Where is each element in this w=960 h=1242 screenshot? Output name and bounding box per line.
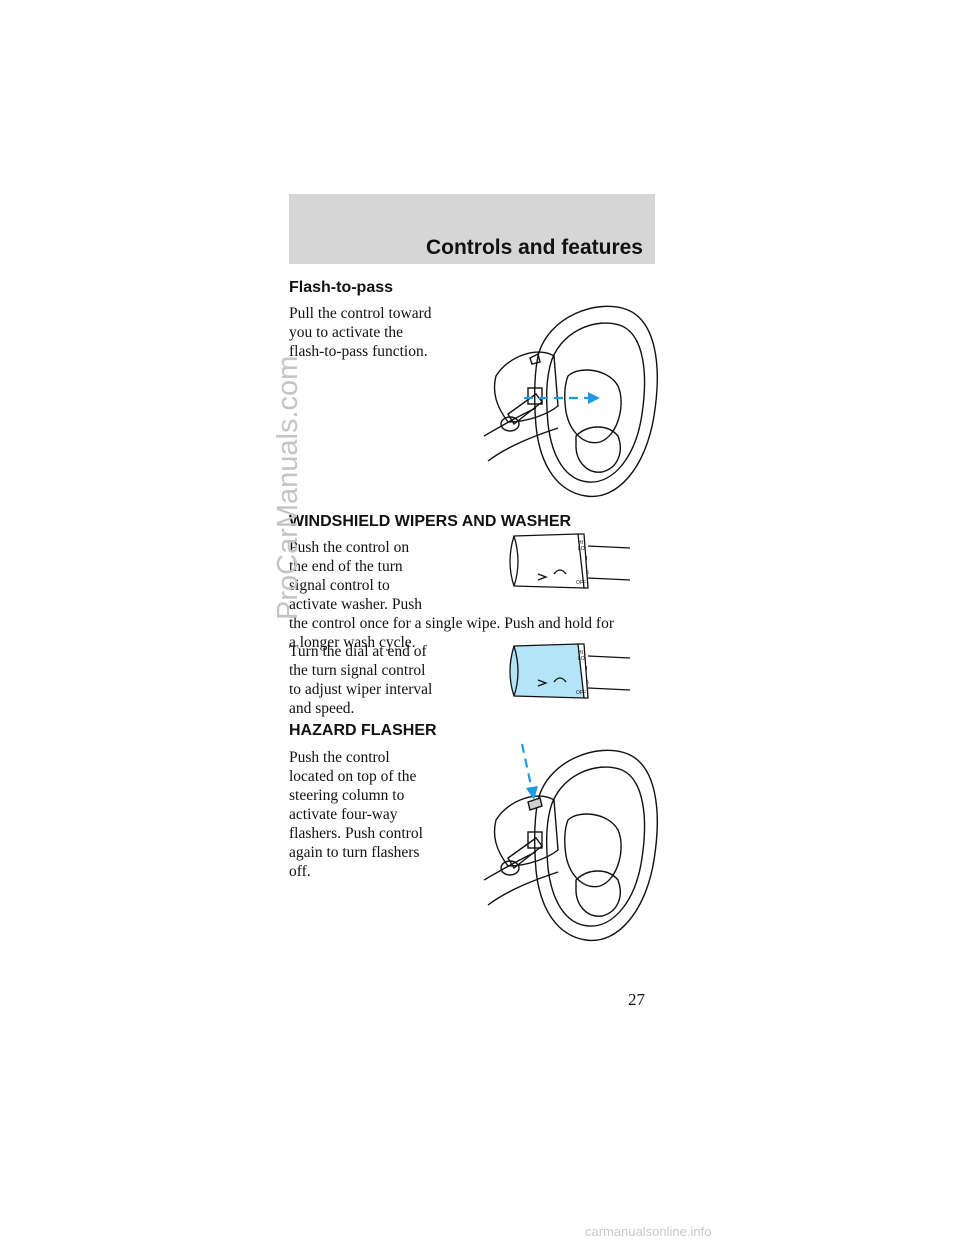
dial-label: I [586, 666, 587, 672]
wiper-dial-illustration: HI LO I 5 OFF [509, 643, 631, 699]
wipers-paragraph-1: Push the control on the end of the turn … [289, 538, 614, 652]
text-line: the control once for a single wipe. Push… [289, 615, 614, 632]
text-line: you to activate the [289, 324, 404, 341]
text-line: and speed. [289, 700, 355, 717]
side-watermark: ProCarManuals.com [272, 355, 304, 620]
wipers-heading: WINDSHIELD WIPERS AND WASHER [289, 513, 572, 530]
text-line: located on top of the [289, 768, 417, 785]
dial-label: OFF [576, 690, 586, 696]
page-number: 27 [628, 990, 645, 1009]
text-line: activate washer. Push [289, 596, 423, 613]
section-title: Controls and features [425, 236, 643, 259]
dial-label: HI [578, 650, 583, 656]
dial-label: I [586, 556, 587, 562]
hazard-heading: HAZARD FLASHER [289, 722, 437, 739]
text-line: Push the control on [289, 539, 410, 556]
text-line: steering column to [289, 787, 405, 804]
text-line: the turn signal control [289, 662, 426, 679]
text-line: Turn the dial at end of [289, 643, 427, 660]
dial-label: 5 [586, 680, 589, 686]
washer-control-illustration: HI LO I 5 OFF [509, 533, 631, 589]
hazard-text: Push the control located on top of the s… [289, 748, 423, 881]
dial-label: OFF [576, 580, 586, 586]
flash-to-pass-text: Pull the control toward you to activate … [289, 304, 432, 361]
hazard-flasher-illustration [483, 743, 658, 942]
dial-label: LO [578, 656, 585, 662]
text-line: the end of the turn [289, 558, 403, 575]
text-line: again to turn flashers [289, 844, 420, 861]
dial-label: LO [578, 546, 585, 552]
flash-to-pass-heading: Flash-to-pass [289, 279, 394, 296]
dial-label: 5 [586, 570, 589, 576]
flash-to-pass-illustration [483, 305, 658, 498]
section-header-band: Controls and features [289, 194, 655, 264]
text-line: flashers. Push control [289, 825, 423, 842]
text-line: off. [289, 863, 311, 880]
text-line: signal control to [289, 577, 390, 594]
text-line: Pull the control toward [289, 305, 432, 322]
text-line: a longer wash cycle. [289, 634, 416, 651]
wipers-paragraph-2: Turn the dial at end of the turn signal … [289, 642, 432, 718]
dial-label: HI [578, 540, 583, 546]
text-line: activate four-way [289, 806, 398, 823]
text-line: Push the control [289, 749, 390, 766]
bottom-watermark: carmanualsonline.info [585, 1224, 712, 1239]
text-line: flash-to-pass function. [289, 343, 428, 360]
text-line: to adjust wiper interval [289, 681, 433, 698]
